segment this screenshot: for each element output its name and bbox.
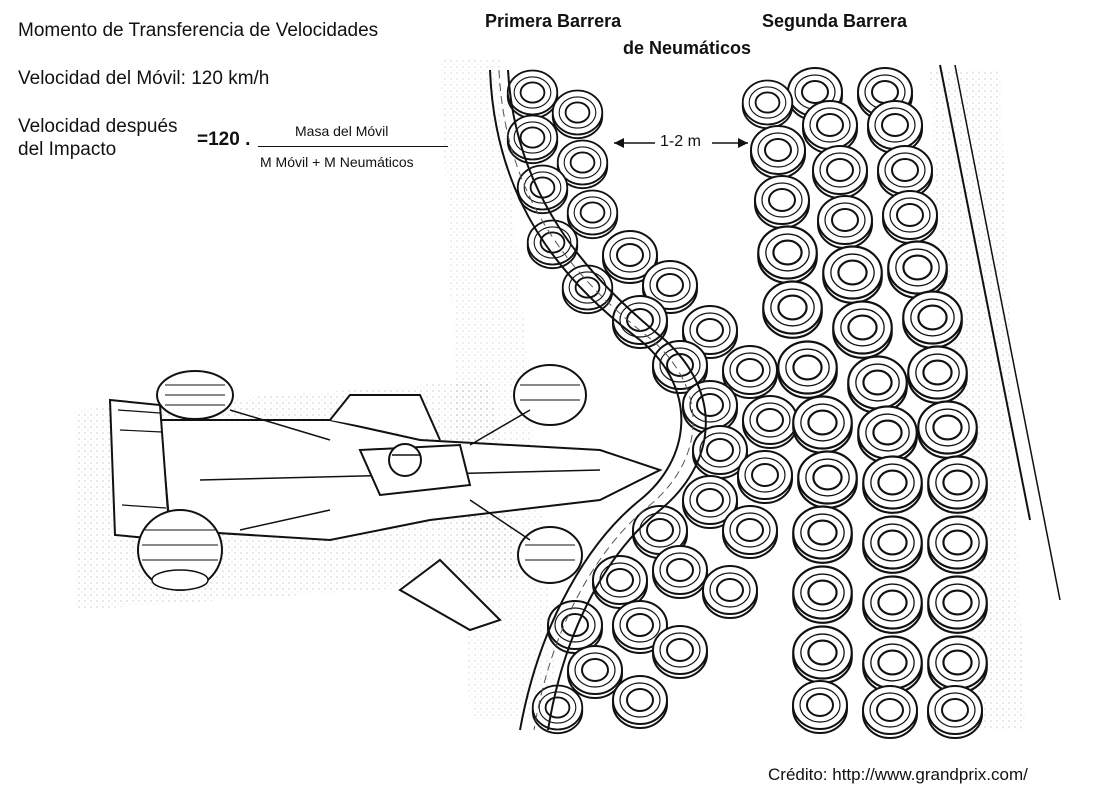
rear-right-wheel [137,509,223,591]
after-impact-label-line2: del Impacto [18,139,117,160]
race-car [108,364,663,632]
first-barrier-label-line2: de Neumáticos [623,38,752,58]
first-barrier-label-line1: Primera Barrera [485,11,622,31]
front-left-wheel [513,364,587,426]
gap-dimension [614,138,748,148]
front-right-wheel [517,526,583,584]
diagram-title: Momento de Transferencia de Velocidades [18,20,379,41]
vehicle-speed-label: Velocidad del Móvil: 120 km/h [18,68,270,89]
after-impact-label-line1: Velocidad después [18,116,178,137]
fraction-denominator: M Móvil + M Neumáticos [260,154,414,170]
outer-wall [939,64,1061,601]
gap-distance-label: 1-2 m [658,133,703,151]
barrier-belt [489,69,707,731]
equation-prefix: =120 . [197,129,251,150]
fraction-numerator: Masa del Móvil [295,123,389,139]
rear-left-wheel [156,370,234,420]
credit-text: Crédito: http://www.grandprix.com/ [768,765,1028,784]
second-barrier-label: Segunda Barrera [762,11,908,31]
fraction-bar [258,146,448,147]
